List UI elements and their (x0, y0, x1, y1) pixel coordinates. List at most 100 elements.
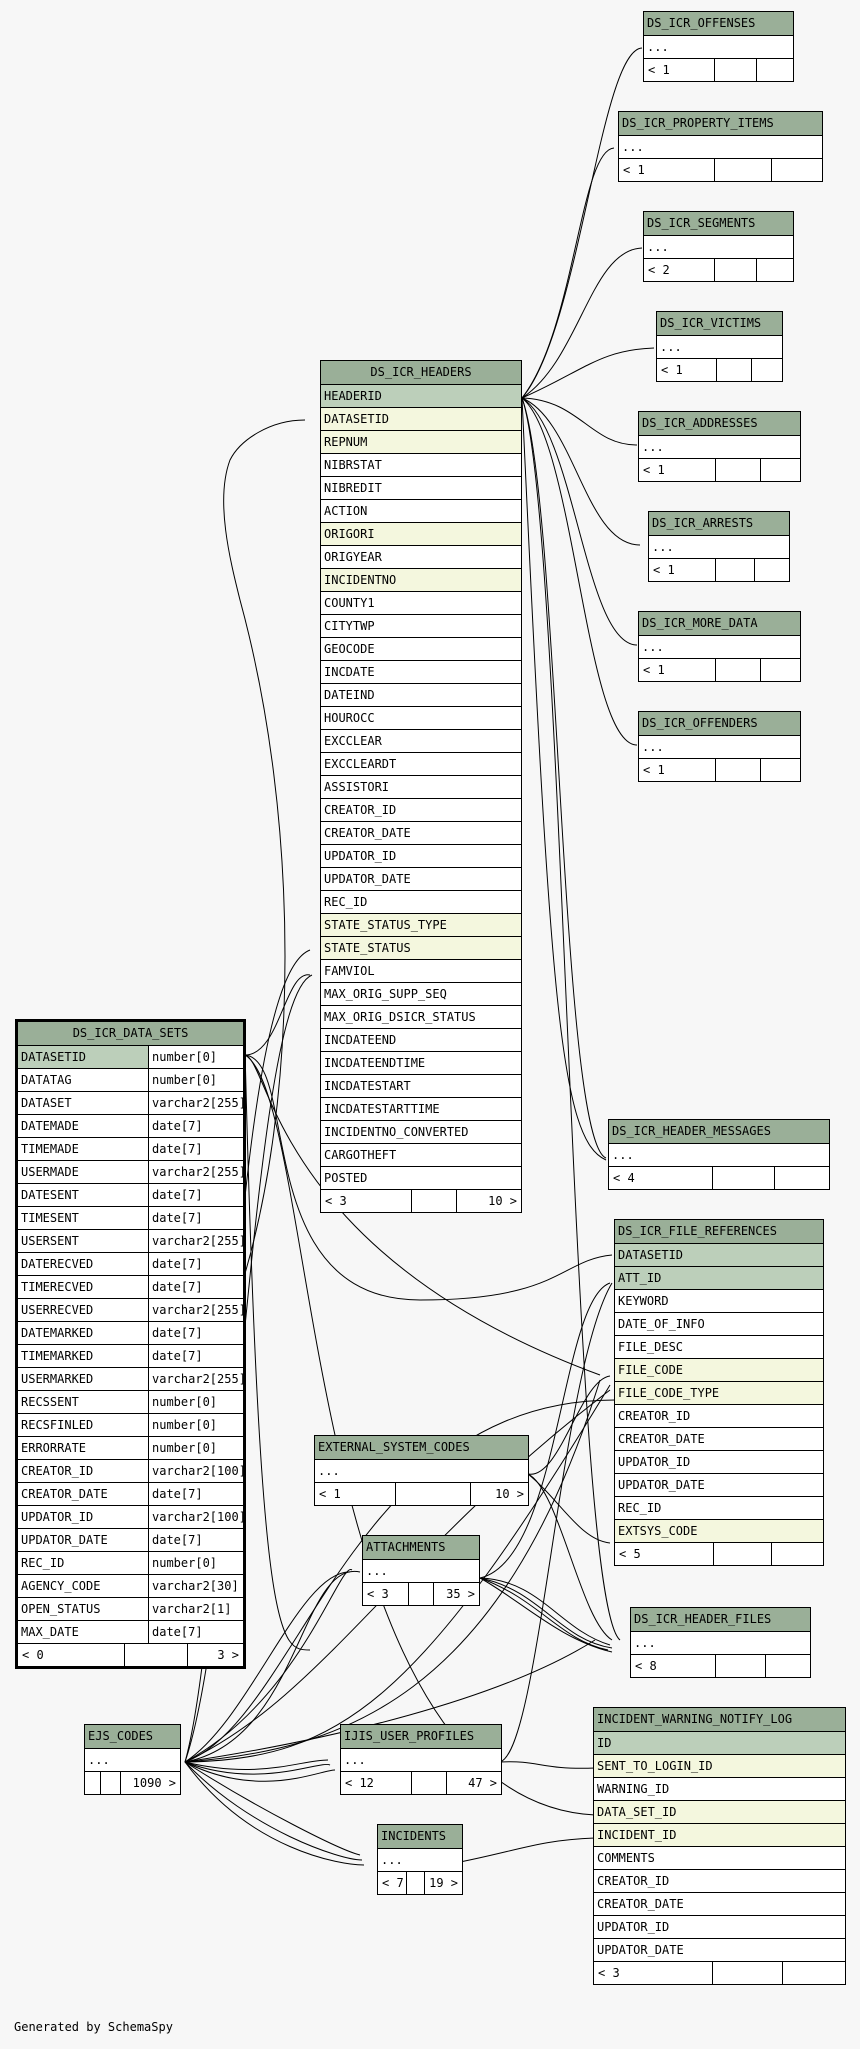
collapsed-columns[interactable]: ... (649, 536, 789, 559)
column-row[interactable]: CREATOR_ID (615, 1405, 823, 1428)
column-row[interactable]: NIBREDIT (321, 477, 521, 500)
column-row[interactable]: STATE_STATUS (321, 937, 521, 960)
table-title[interactable]: DS_ICR_ARRESTS (649, 512, 789, 536)
table-moredata[interactable]: DS_ICR_MORE_DATA...< 1 (638, 611, 801, 682)
table-hmsgs[interactable]: DS_ICR_HEADER_MESSAGES...< 4 (608, 1119, 830, 1190)
parent-count-nav[interactable]: < 8 (635, 1659, 657, 1673)
table-title[interactable]: DS_ICR_SEGMENTS (644, 212, 793, 236)
table-title[interactable]: DS_ICR_FILE_REFERENCES (615, 1220, 823, 1244)
child-count-nav[interactable]: 3 > (187, 1644, 243, 1666)
collapsed-columns[interactable]: ... (341, 1749, 501, 1772)
parent-count-nav[interactable]: < 1 (643, 763, 665, 777)
child-count-nav[interactable] (756, 259, 793, 281)
child-count-nav[interactable]: 47 > (446, 1772, 501, 1794)
parent-count-nav[interactable]: < 1 (643, 463, 665, 477)
table-title[interactable]: DS_ICR_OFFENDERS (639, 712, 800, 736)
table-title[interactable]: DS_ICR_DATA_SETS (18, 1022, 243, 1046)
collapsed-columns[interactable]: ... (657, 336, 782, 359)
table-title[interactable]: INCIDENT_WARNING_NOTIFY_LOG (594, 1708, 845, 1732)
child-count-nav[interactable]: 1090 > (120, 1772, 180, 1794)
column-row[interactable]: POSTED (321, 1167, 521, 1190)
column-row[interactable]: EXCCLEAR (321, 730, 521, 753)
table-title[interactable]: DS_ICR_ADDRESSES (639, 412, 800, 436)
collapsed-columns[interactable]: ... (378, 1849, 462, 1872)
table-extsys[interactable]: EXTERNAL_SYSTEM_CODES... < 1 10 > (314, 1435, 529, 1506)
child-count-nav[interactable] (756, 59, 793, 81)
parent-count-nav[interactable]: < 4 (613, 1171, 635, 1185)
table-ejs[interactable]: EJS_CODES...1090 > (84, 1724, 181, 1795)
column-row[interactable]: INCDATEEND (321, 1029, 521, 1052)
child-count-nav[interactable] (760, 759, 800, 781)
column-row[interactable]: FAMVIOL (321, 960, 521, 983)
child-count-nav[interactable] (760, 459, 800, 481)
child-count-nav[interactable]: 10 > (456, 1190, 521, 1212)
column-row[interactable]: ATT_ID (615, 1267, 823, 1290)
column-row[interactable]: INCDATESTART (321, 1075, 521, 1098)
child-count-nav[interactable] (751, 359, 782, 381)
table-addresses[interactable]: DS_ICR_ADDRESSES... < 1 (638, 411, 801, 482)
child-count-nav[interactable] (765, 1655, 810, 1677)
table-victims[interactable]: DS_ICR_VICTIMS...< 1 (656, 311, 783, 382)
column-row[interactable]: INCDATEENDTIME (321, 1052, 521, 1075)
column-row[interactable]: FILE_CODE_TYPE (615, 1382, 823, 1405)
table-title[interactable]: DS_ICR_HEADER_FILES (631, 1608, 810, 1632)
column-row[interactable]: MAX_ORIG_SUPP_SEQ (321, 983, 521, 1006)
column-row[interactable]: EXTSYS_CODE (615, 1520, 823, 1543)
parent-count-nav[interactable]: < 3 (367, 1587, 389, 1601)
parent-count-nav[interactable]: < 1 (648, 63, 670, 77)
table-title[interactable]: DS_ICR_PROPERTY_ITEMS (619, 112, 822, 136)
column-row[interactable]: DATE_OF_INFO (615, 1313, 823, 1336)
collapsed-columns[interactable]: ... (363, 1560, 479, 1583)
collapsed-columns[interactable]: ... (315, 1460, 528, 1483)
column-row[interactable]: DATASETID (615, 1244, 823, 1267)
column-row[interactable]: FILE_DESC (615, 1336, 823, 1359)
table-title[interactable]: ATTACHMENTS (363, 1536, 479, 1560)
child-count-nav[interactable] (771, 159, 822, 181)
table-offenses[interactable]: DS_ICR_OFFENSES...< 1 (643, 11, 794, 82)
parent-count-nav[interactable]: < 12 (345, 1776, 374, 1790)
collapsed-columns[interactable]: ... (639, 736, 800, 759)
column-row[interactable]: REC_ID (321, 891, 521, 914)
column-row[interactable]: REPNUM (321, 431, 521, 454)
column-row[interactable]: ID (594, 1732, 845, 1755)
column-row[interactable]: UPDATOR_ID (615, 1451, 823, 1474)
column-row[interactable]: WARNING_ID (594, 1778, 845, 1801)
child-count-nav[interactable]: 19 > (424, 1872, 462, 1894)
column-row[interactable]: NIBRSTAT (321, 454, 521, 477)
column-row[interactable]: UPDATOR_ID (321, 845, 521, 868)
parent-count-nav[interactable]: < 7 (382, 1876, 404, 1890)
child-count-nav[interactable] (771, 1543, 823, 1565)
collapsed-columns[interactable]: ... (609, 1144, 829, 1167)
column-row[interactable]: GEOCODE (321, 638, 521, 661)
child-count-nav[interactable]: 10 > (470, 1483, 528, 1505)
child-count-nav[interactable] (754, 559, 789, 581)
child-count-nav[interactable] (774, 1167, 829, 1189)
table-segments[interactable]: DS_ICR_SEGMENTS...< 2 (643, 211, 794, 282)
collapsed-columns[interactable]: ... (619, 136, 822, 159)
table-property[interactable]: DS_ICR_PROPERTY_ITEMS...< 1 (618, 111, 823, 182)
column-row[interactable]: EXCCLEARDT (321, 753, 521, 776)
parent-count-nav[interactable]: < 1 (319, 1487, 341, 1501)
column-row[interactable]: KEYWORD (615, 1290, 823, 1313)
collapsed-columns[interactable]: ... (639, 436, 800, 459)
table-title[interactable]: EXTERNAL_SYSTEM_CODES (315, 1436, 528, 1460)
